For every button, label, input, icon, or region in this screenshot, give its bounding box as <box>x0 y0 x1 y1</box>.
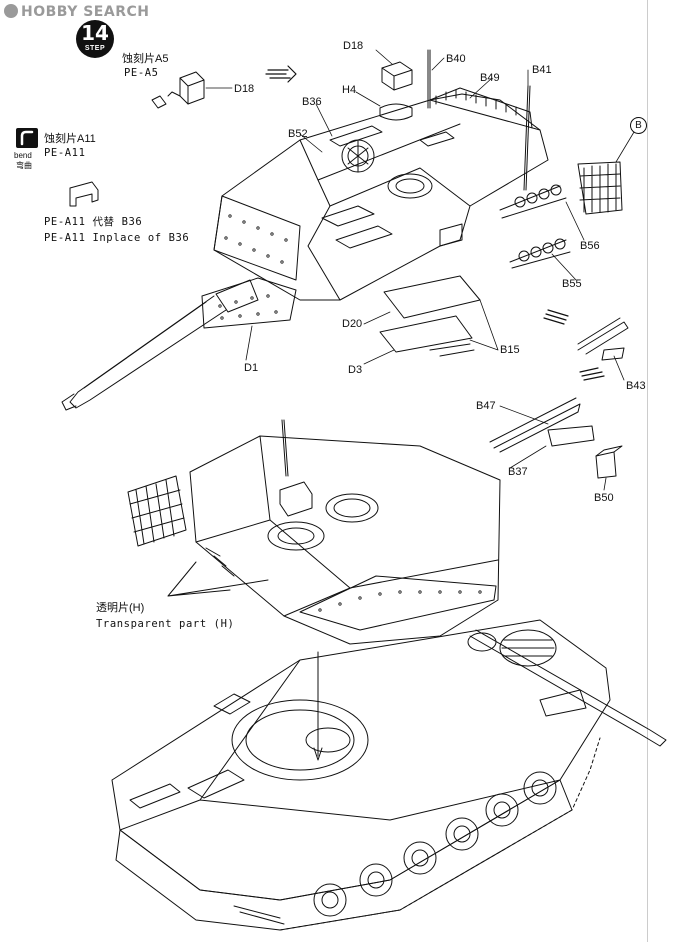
step-badge: 14 STEP <box>76 20 114 58</box>
turret-assembled <box>127 419 501 645</box>
part-label-b36: B36 <box>302 96 322 108</box>
part-label-d20: D20 <box>342 318 363 330</box>
watermark-logo-icon <box>4 4 18 18</box>
part-leader-lines <box>205 49 635 491</box>
part-label-d1: D1 <box>244 362 259 374</box>
replace-note-cn: PE-A11 代替 B36 <box>44 216 143 228</box>
part-label-h4: H4 <box>342 84 357 96</box>
step-number: 14 <box>81 21 109 45</box>
part-label-b15: B15 <box>500 344 520 356</box>
part-label-b52: B52 <box>288 128 308 140</box>
direction-arrow-marks <box>265 65 605 381</box>
pe-a5-label-cn: 蚀刻片A5 <box>122 53 169 65</box>
bend-arrow-icon <box>20 130 34 146</box>
page-edge-divider <box>647 0 648 942</box>
part-label-b56: B56 <box>580 240 600 252</box>
part-label-b43: B43 <box>626 380 646 392</box>
pe-a5-part <box>151 95 167 109</box>
part-label-d3: D3 <box>348 364 363 376</box>
part-label-d18-top: D18 <box>343 40 364 52</box>
turret-exploded <box>61 49 629 479</box>
part-label-b40: B40 <box>446 53 466 65</box>
replace-note-en: PE-A11 Inplace of B36 <box>44 232 190 244</box>
pe-a11-part <box>69 181 99 207</box>
part-label-b47: B47 <box>476 400 496 412</box>
bend-label-cn: 弯曲 <box>16 161 32 170</box>
d18-left-part <box>167 71 205 105</box>
part-label-b49: B49 <box>480 72 500 84</box>
hull-drawing <box>111 619 667 931</box>
part-label-b50: B50 <box>594 492 614 504</box>
part-label-b37: B37 <box>508 466 528 478</box>
bend-icon <box>16 128 38 148</box>
pe-a11-label-code: PE-A11 <box>44 147 86 159</box>
pe-a11-label-cn: 蚀刻片A11 <box>44 133 96 145</box>
transparent-label-en: Transparent part (H) <box>96 618 235 630</box>
part-label-b41: B41 <box>532 64 552 76</box>
step-word: STEP <box>84 45 106 52</box>
reference-marker-b: B <box>630 117 647 134</box>
watermark: HOBBY SEARCH <box>4 4 149 20</box>
bend-label: bend <box>14 151 32 160</box>
transparent-label-cn: 透明片(H) <box>96 602 145 614</box>
pe-a5-label-code: PE-A5 <box>124 67 159 79</box>
part-label-d18-left: D18 <box>234 83 255 95</box>
part-label-b55: B55 <box>562 278 582 290</box>
